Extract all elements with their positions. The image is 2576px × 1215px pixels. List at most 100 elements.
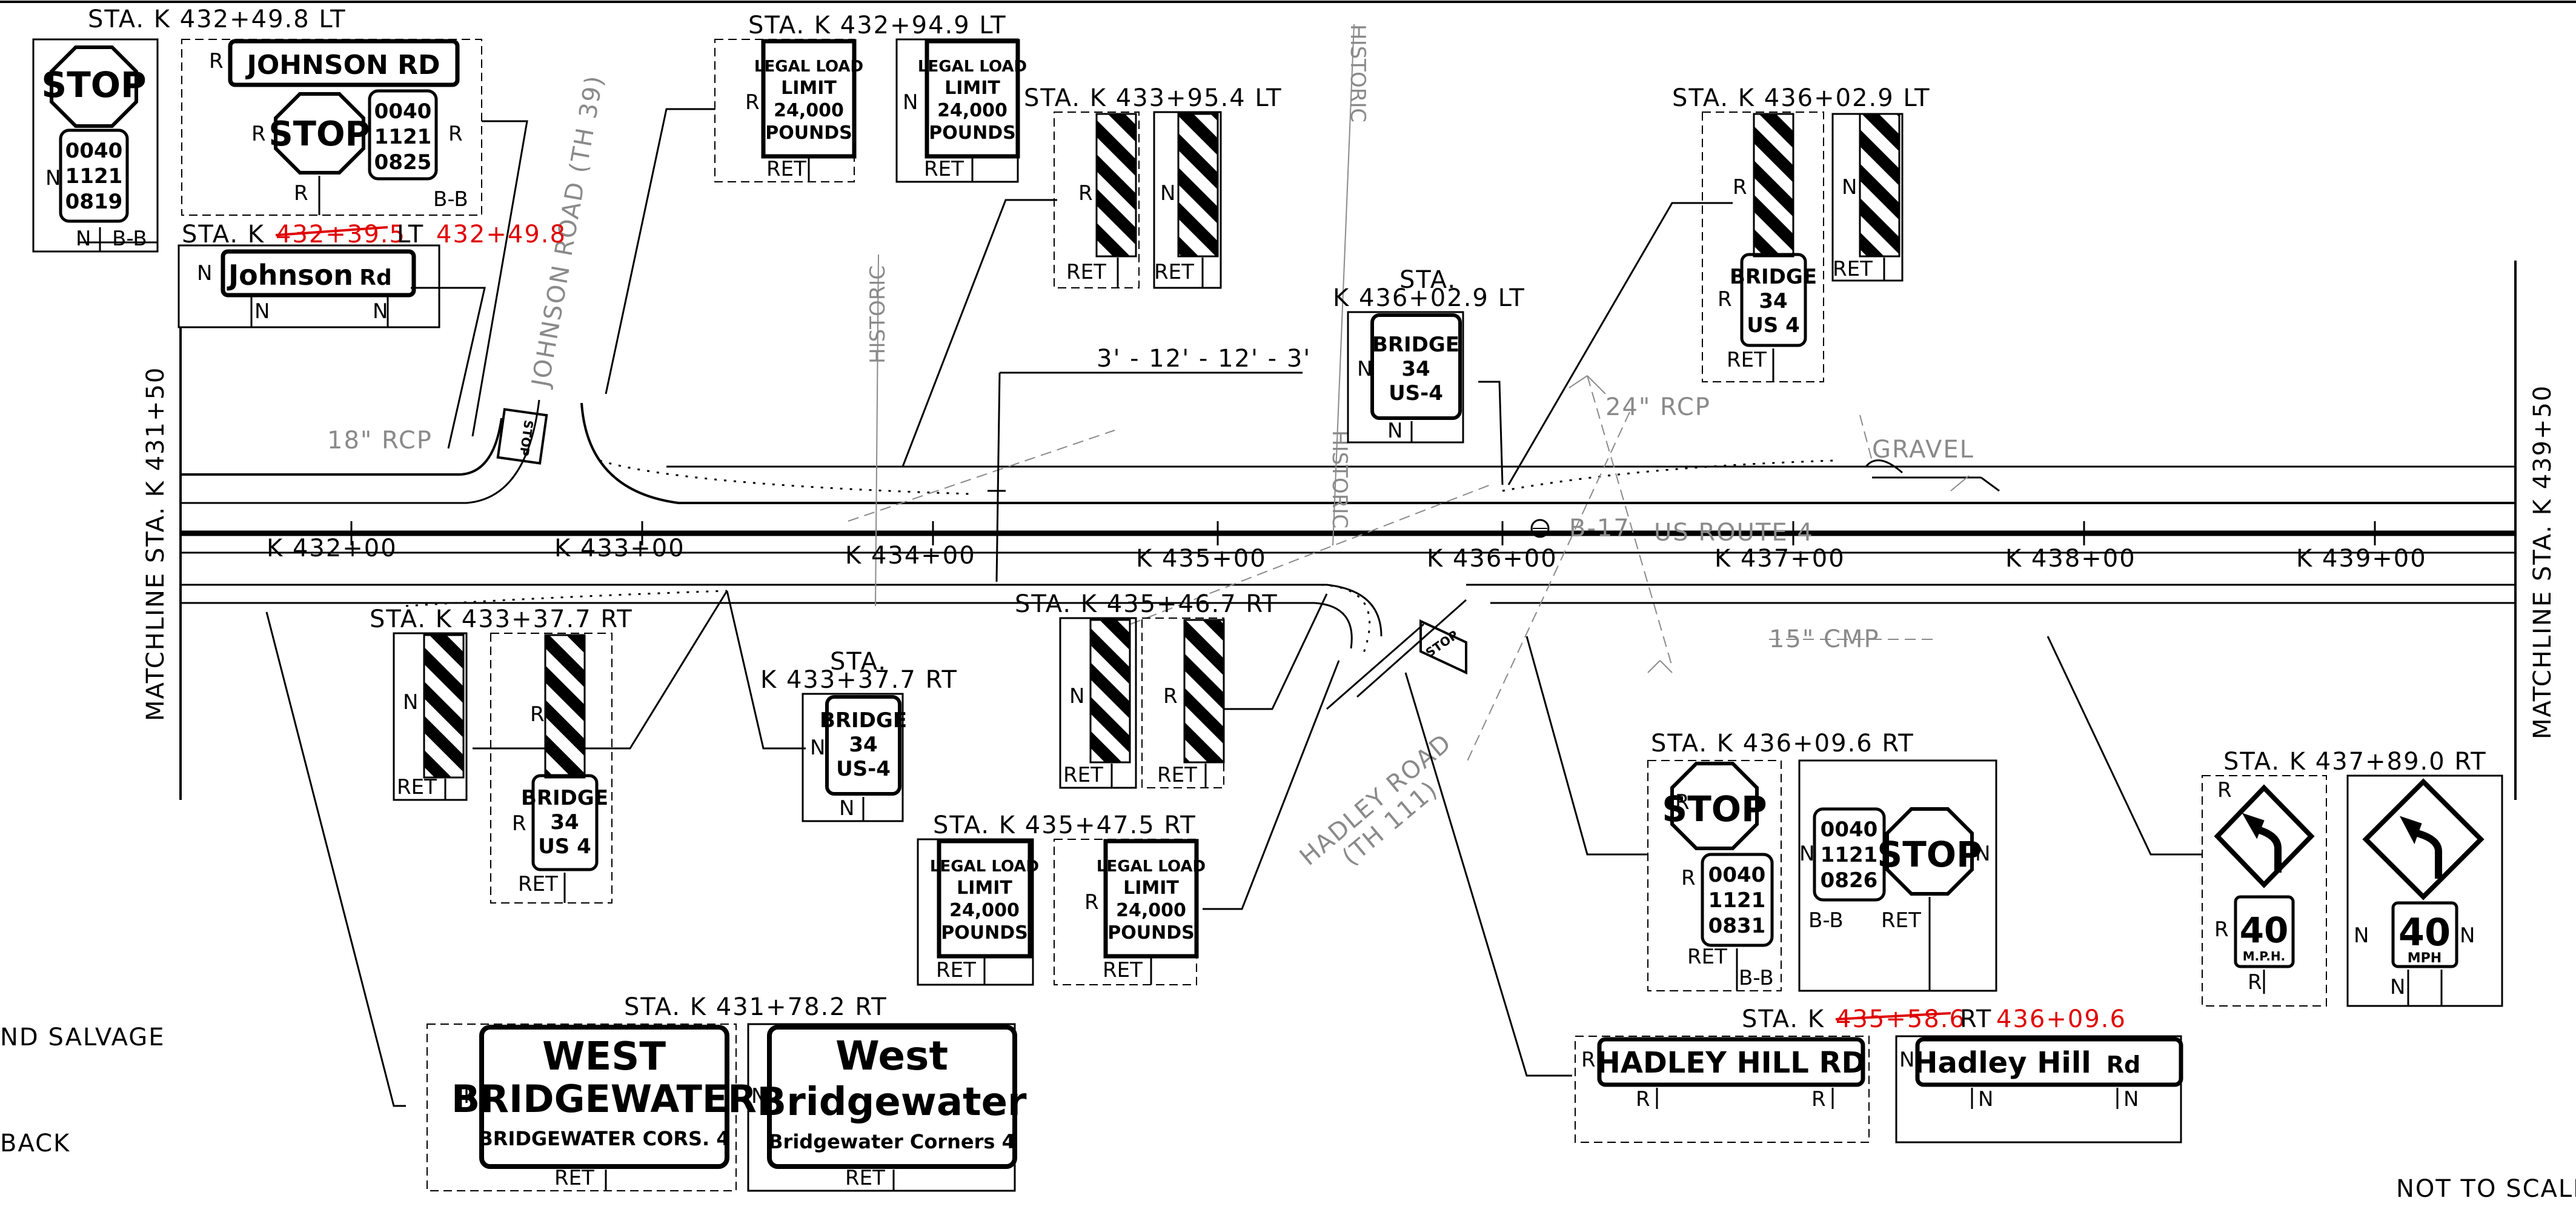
svg-text:US 4: US 4 <box>538 834 591 859</box>
svg-text:40: 40 <box>2240 910 2289 951</box>
station-k433: K 433+00 <box>554 534 685 562</box>
boring-label: B-17 <box>1569 514 1630 542</box>
station-k432: K 432+00 <box>267 534 397 562</box>
svg-text:STA. K 431+78.2 RT: STA. K 431+78.2 RT <box>624 993 888 1021</box>
svg-text:LEGAL LOAD: LEGAL LOAD <box>930 857 1039 876</box>
svg-text:N: N <box>45 166 61 190</box>
svg-text:K 436+02.9 LT: K 436+02.9 LT <box>1333 284 1525 312</box>
svg-text:N: N <box>1978 1087 1993 1111</box>
gravel-label: GRAVEL <box>1872 436 1974 464</box>
svg-text:34: 34 <box>849 733 877 757</box>
svg-text:N: N <box>76 227 91 251</box>
sign-group-bridge-436-029-lt: STA. K 436+02.9 LT BRIDGE 34 US-4 N N <box>1333 266 1525 444</box>
svg-text:N: N <box>1387 419 1403 443</box>
note-salvage: ND SALVAGE <box>0 1024 165 1051</box>
svg-text:RET: RET <box>1157 763 1197 787</box>
svg-text:STA. K 436+02.9 LT: STA. K 436+02.9 LT <box>1672 84 1931 112</box>
svg-text:N: N <box>1899 1048 1914 1072</box>
svg-text:N: N <box>254 299 270 324</box>
svg-text:N: N <box>1160 181 1175 205</box>
svg-text:1121: 1121 <box>1821 843 1878 867</box>
station-k434: K 434+00 <box>845 542 976 570</box>
svg-text:R: R <box>448 122 463 146</box>
svg-text:RET: RET <box>1687 945 1727 969</box>
svg-text:RET: RET <box>924 157 964 181</box>
svg-text:0040: 0040 <box>1708 863 1766 887</box>
svg-text:STA.: STA. <box>1399 266 1456 294</box>
svg-text:RET: RET <box>1063 763 1103 787</box>
svg-text:STA. K: STA. K <box>1742 1005 1825 1033</box>
svg-text:STA. K 435+46.7 RT: STA. K 435+46.7 RT <box>1015 590 1278 618</box>
station-revised-2: 436+09.6 <box>1996 1005 2126 1033</box>
svg-text:RET: RET <box>766 157 806 181</box>
svg-text:RET: RET <box>936 958 976 982</box>
svg-text:RET: RET <box>397 775 437 799</box>
sign-group-legal-load-lt: STA. K 432+94.9 LT LEGAL LOAD LIMIT 24,0… <box>714 12 1027 183</box>
station-k439: K 439+00 <box>2296 545 2427 573</box>
svg-text:34: 34 <box>1759 289 1787 313</box>
notes: ND SALVAGE BACK NOT TO SCALE <box>0 1024 2576 1203</box>
svg-text:1121: 1121 <box>65 164 123 188</box>
svg-text:STA. K 432+94.9 LT: STA. K 432+94.9 LT <box>748 12 1007 39</box>
station-k435: K 435+00 <box>1136 545 1267 573</box>
svg-text:1121: 1121 <box>1708 888 1766 913</box>
svg-text:Bridgewater: Bridgewater <box>757 1080 1027 1125</box>
svg-text:STA.: STA. <box>830 648 887 676</box>
johnson-rd-sign-old: JOHNSON RD <box>245 50 440 81</box>
svg-text:R: R <box>463 1084 478 1108</box>
roadway: STOP STOP <box>179 24 2517 800</box>
johnson-road-stop-marking: STOP <box>517 419 536 457</box>
svg-text:Bridgewater Corners 4: Bridgewater Corners 4 <box>768 1130 1015 1153</box>
lane-widths-label: 3' - 12' - 12' - 3' <box>1097 345 1311 373</box>
svg-text:RET: RET <box>1881 908 1921 933</box>
not-to-scale-note: NOT TO SCALE <box>2396 1175 2576 1203</box>
svg-text:LT: LT <box>397 221 424 248</box>
svg-text:24,000: 24,000 <box>1116 900 1186 921</box>
svg-text:STA. K 435+47.5 RT: STA. K 435+47.5 RT <box>933 811 1197 839</box>
station-k436: K 436+00 <box>1427 545 1558 573</box>
svg-text:LIMIT: LIMIT <box>957 877 1012 899</box>
svg-text:R: R <box>2214 917 2229 942</box>
svg-text:R: R <box>1681 866 1696 890</box>
svg-text:24,000: 24,000 <box>774 100 844 121</box>
svg-text:BRIDGEWATER CORS. 4: BRIDGEWATER CORS. 4 <box>478 1127 729 1150</box>
station-revised-1: 432+49.8 <box>436 221 566 248</box>
svg-text:POUNDS: POUNDS <box>1107 922 1194 944</box>
sign-group-stop-432-498: STA. K 432+49.8 LT STOP 0040 1121 0819 N… <box>32 5 482 253</box>
matchline-right: MATCHLINE STA. K 439+50 <box>2529 385 2557 739</box>
svg-text:0825: 0825 <box>374 150 432 175</box>
stop-sign-text-1: STOP <box>41 64 146 105</box>
historic-label-3: HISTORIC <box>1327 430 1352 528</box>
svg-text:N: N <box>197 261 212 285</box>
svg-text:K 433+37.7 RT: K 433+37.7 RT <box>760 666 958 694</box>
sign-group-object-markers-433-954: STA. K 433+95.4 LT R RET N RET <box>1024 84 1281 289</box>
svg-text:N: N <box>1799 842 1814 866</box>
svg-text:LIMIT: LIMIT <box>944 78 1000 99</box>
svg-text:N: N <box>373 299 388 324</box>
svg-text:N: N <box>1975 842 1990 866</box>
svg-text:STA. K 437+89.0 RT: STA. K 437+89.0 RT <box>2223 748 2487 776</box>
hadley-hill-rd-sign-new: Hadley Hill <box>1913 1046 2091 1080</box>
svg-text:STA. K: STA. K <box>182 221 265 248</box>
sign-group-object-markers-436-029: STA. K 436+02.9 LT BRIDGE 34 US 4 R R RE… <box>1672 84 1931 382</box>
svg-text:N: N <box>839 796 854 821</box>
svg-text:R: R <box>1718 287 1732 311</box>
cmp15-label: 15" CMP <box>1769 625 1880 653</box>
sign-group-speed-437-890: STA. K 437+89.0 RT 40 M.P.H. R R R 40 MP… <box>2202 748 2503 1007</box>
station-k437: K 437+00 <box>1715 545 1845 573</box>
matchline-left: MATCHLINE STA. K 431+50 <box>142 367 170 721</box>
svg-text:N: N <box>903 90 918 115</box>
svg-text:RET: RET <box>1727 348 1767 372</box>
svg-text:Rd: Rd <box>359 265 392 290</box>
svg-text:40: 40 <box>2398 910 2451 954</box>
station-k438: K 438+00 <box>2005 545 2136 573</box>
hadley-hill-rd-sign-old: HADLEY HILL RD <box>1596 1046 1866 1080</box>
svg-text:0831: 0831 <box>1708 914 1766 938</box>
sign-group-legal-load-rt: STA. K 435+47.5 RT LEGAL LOAD LIMIT 24,0… <box>917 811 1206 986</box>
svg-text:R: R <box>1733 175 1747 199</box>
svg-text:R: R <box>530 702 545 727</box>
svg-text:US-4: US-4 <box>1389 381 1443 405</box>
svg-text:LIMIT: LIMIT <box>781 78 837 99</box>
svg-text:BRIDGE: BRIDGE <box>820 708 907 733</box>
svg-text:34: 34 <box>550 810 579 834</box>
